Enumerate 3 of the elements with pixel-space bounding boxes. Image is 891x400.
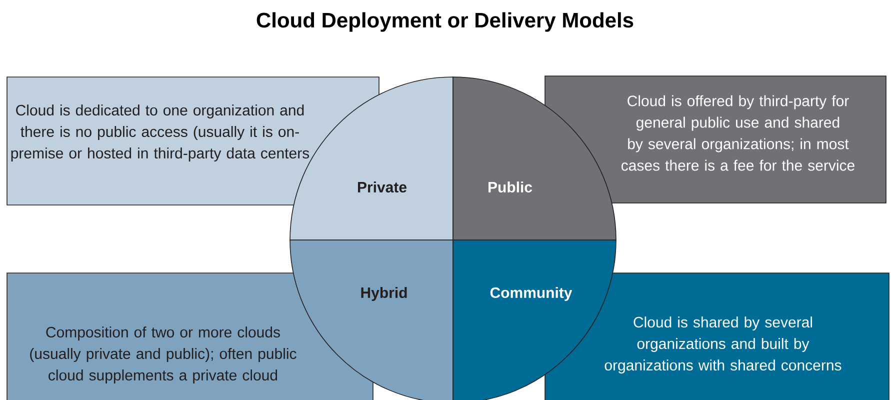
title: Cloud Deployment or Delivery Models bbox=[256, 12, 634, 32]
description-box: Cloud is offered by third-party for general public use and shared by several organizations; in most cases there is a fee for the service bbox=[544, 76, 886, 204]
quadrant-segment: Public bbox=[452, 76, 616, 240]
